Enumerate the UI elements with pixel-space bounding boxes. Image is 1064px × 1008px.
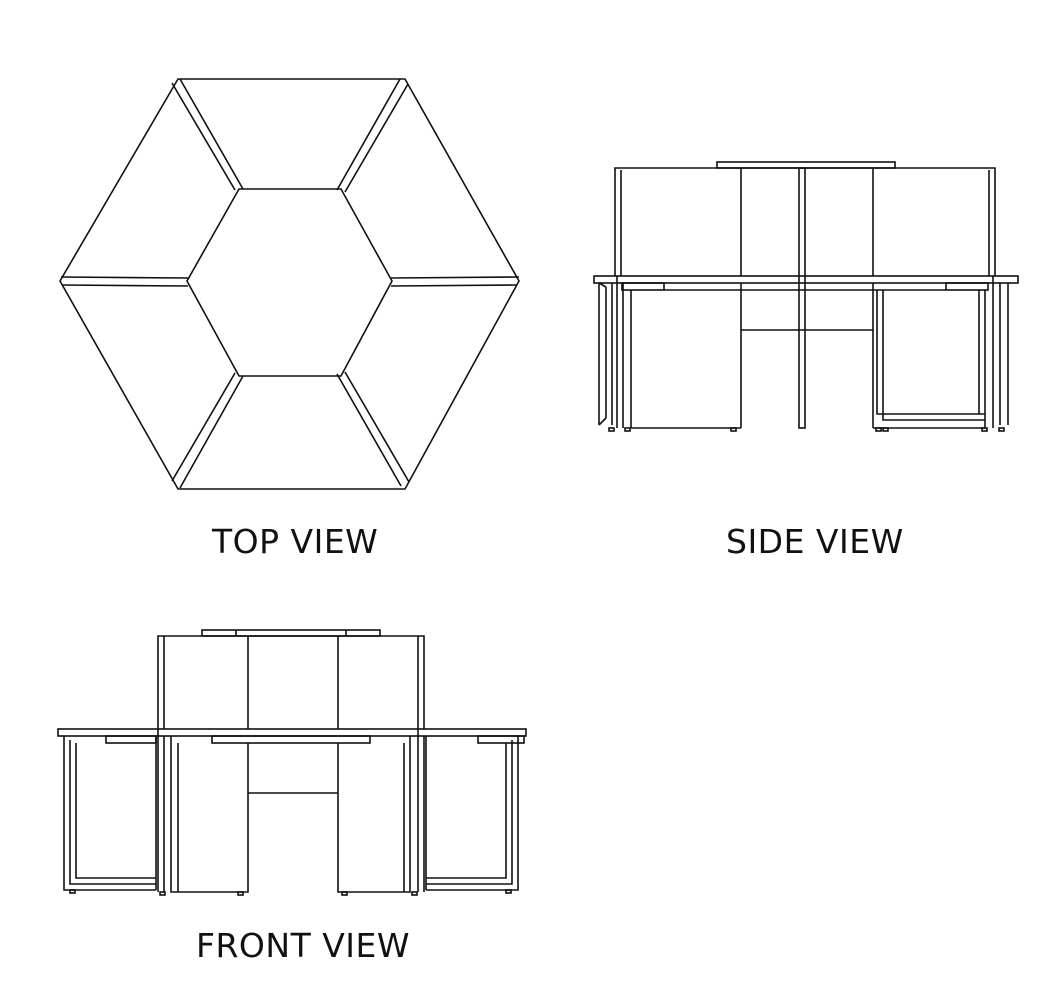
top-outer-hexagon bbox=[59, 78, 520, 490]
front-screen-outline bbox=[157, 635, 425, 729]
front-view-label: FRONT VIEW bbox=[196, 926, 411, 965]
top-view-label: TOP VIEW bbox=[212, 522, 379, 561]
side-top-bar bbox=[716, 161, 896, 169]
front-view-drawing bbox=[57, 629, 527, 896]
top-inner-hexagon bbox=[186, 188, 393, 377]
top-divider-panels bbox=[60, 78, 520, 489]
front-desktop bbox=[57, 728, 527, 737]
side-desktop bbox=[593, 275, 1019, 284]
top-view-drawing bbox=[59, 78, 520, 490]
side-center-divider bbox=[798, 167, 806, 429]
side-view-label: SIDE VIEW bbox=[726, 522, 904, 561]
front-top-bar bbox=[201, 629, 381, 637]
side-view-drawing bbox=[593, 161, 1019, 432]
